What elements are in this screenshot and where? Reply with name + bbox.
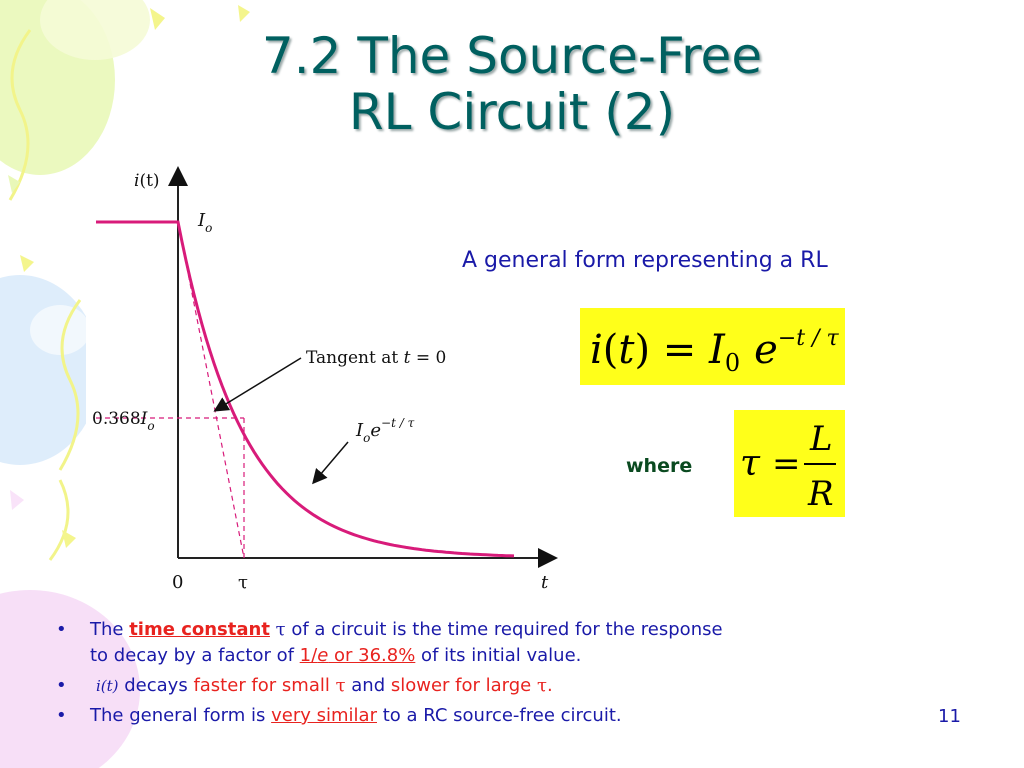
- svg-text:i(t) = I0e−t / τ: i(t) = I0e−t / τ: [590, 326, 839, 377]
- balloon-graphic-middle-left: [0, 275, 100, 465]
- balloon-graphic-bottom-left: [0, 590, 140, 768]
- y-axis-label: i(t): [134, 171, 160, 191]
- term-very-similar: very similar: [271, 705, 377, 726]
- svg-text:=: =: [772, 444, 801, 484]
- origin-label: 0: [172, 572, 183, 593]
- slide-title: 7.2 The Source-Free RL Circuit (2): [0, 28, 1024, 140]
- tau-axis-label: τ: [238, 572, 248, 593]
- confetti-decoration: [8, 5, 250, 548]
- tangent-label: Tangent at t = 0: [306, 348, 446, 368]
- title-line-2: RL Circuit (2): [348, 83, 676, 141]
- tau-equation: τ = L R: [740, 419, 836, 514]
- bullet-marker: •: [56, 675, 67, 696]
- initial-current-label: Io: [197, 210, 212, 235]
- bullet-marker: •: [56, 619, 67, 640]
- svg-text:R: R: [807, 474, 834, 514]
- curve-pointer-arrow: [312, 441, 349, 485]
- title-line-1: 7.2 The Source-Free: [261, 27, 763, 85]
- where-label: where: [626, 455, 693, 477]
- intro-text: A general form representing a RL: [462, 248, 828, 273]
- x-axis-label: t: [541, 572, 549, 593]
- level-label: 0.368Io: [92, 409, 155, 433]
- svg-text:L: L: [809, 419, 833, 459]
- decay-graph: i(t) t 0 τ Io 0.368Io Tangent at t = 0 I…: [86, 160, 566, 595]
- svg-text:τ: τ: [740, 443, 761, 484]
- bullet-marker: •: [56, 705, 67, 726]
- bullet-list: • The time constant τ of a circuit is th…: [52, 617, 952, 729]
- curve-equation-label: Ioe−t / τ: [355, 416, 415, 445]
- streamer-decoration: [8, 29, 82, 561]
- term-time-constant: time constant: [129, 619, 270, 640]
- bullet-item-decay-rate: • i(t) decays faster for small τ and slo…: [52, 673, 952, 699]
- tau-equation-box: τ = L R: [734, 410, 845, 517]
- tangent-pointer-arrow: [213, 357, 302, 412]
- bullet-item-time-constant: • The time constant τ of a circuit is th…: [56, 619, 723, 666]
- balloon-graphic-top-left: [0, 0, 150, 175]
- decay-curve: [96, 220, 515, 558]
- bullet-item-similarity: • The general form is very similar to a …: [52, 703, 952, 729]
- decay-factor: 1/e or 36.8%: [299, 645, 416, 666]
- page-number: 11: [938, 706, 961, 727]
